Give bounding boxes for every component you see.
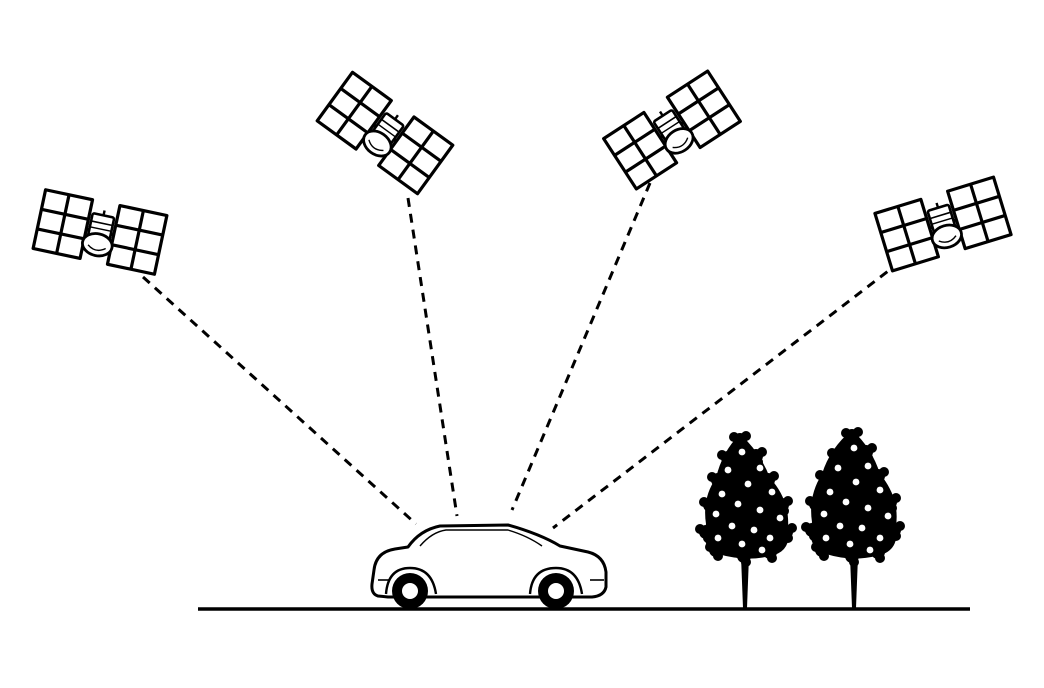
wheel-icon: [392, 573, 428, 609]
car-icon: [370, 523, 608, 609]
wheel-icon: [538, 573, 574, 609]
satellite-icon: [602, 69, 742, 191]
signal-line-2: [406, 197, 459, 517]
tree-icon: [695, 431, 797, 608]
satellite-icon: [31, 188, 169, 276]
satellite-icon: [873, 175, 1013, 273]
satellite-icon: [315, 70, 455, 196]
signal-line-4: [552, 260, 901, 530]
signal-line-1: [141, 275, 418, 526]
tree-icon: [801, 427, 905, 608]
signal-line-3: [510, 182, 652, 511]
